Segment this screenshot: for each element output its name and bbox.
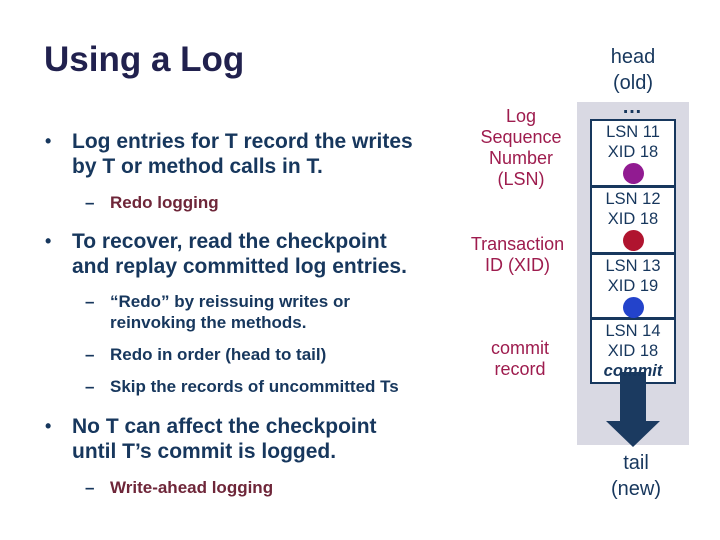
xid-annotation: Transaction ID (XID) [470,234,565,275]
log-entry-lsn: LSN 13 [605,257,661,275]
log-entry-xid: XID 18 [607,210,659,228]
log-entry-xid: XID 18 [607,143,659,161]
dash-icon: – [85,377,95,396]
head-to-tail-arrow-shaft [620,372,646,421]
log-entry-xid: XID 18 [607,342,659,360]
log-entry-xid: XID 19 [607,277,659,295]
ellipsis-icon: … [622,96,644,118]
dash-icon: – [85,478,95,497]
log-entry: LSN 14 XID 18 commit [590,318,676,384]
bullet-icon: • [45,231,52,251]
log-entry-lsn: LSN 12 [605,190,661,208]
log-entry-lsn: LSN 14 [605,322,661,340]
sub-bullet-item: – “Redo” by reissuing writes or reinvoki… [85,291,470,333]
slide-title: Using a Log [44,40,245,79]
dash-icon: – [85,345,95,364]
sub-bullet-text: “Redo” by reissuing writes or reinvoking… [110,292,350,332]
sub-bullet-text: Write-ahead logging [110,478,274,497]
sub-bullet-item: – Write-ahead logging [85,477,470,498]
head-to-tail-arrow-icon [606,421,660,447]
sub-bullet-text: Redo logging [110,193,219,212]
transaction-dot-icon [622,163,644,184]
dash-icon: – [85,292,95,311]
log-entry: LSN 11 XID 18 [590,119,676,187]
transaction-dot-icon [622,230,644,251]
lsn-annotation: Log Sequence Number (LSN) [480,106,562,189]
bullet-item: • No T can affect the checkpoint until T… [45,414,470,464]
bullet-item: • To recover, read the checkpoint and re… [45,229,470,279]
sub-bullet-text: Skip the records of uncommitted Ts [110,377,399,396]
sub-bullet-text: Redo in order (head to tail) [110,345,327,364]
log-head-label: head (old) [610,46,656,94]
bullet-icon: • [45,416,52,436]
dash-icon: – [85,193,95,212]
bullet-icon: • [45,131,52,151]
log-entry: LSN 12 XID 18 [590,186,676,254]
sub-bullet-item: – Redo in order (head to tail) [85,344,470,365]
sub-bullet-item: – Skip the records of uncommitted Ts [85,376,470,397]
bullet-text: No T can affect the checkpoint until T’s… [72,415,377,463]
log-entry: LSN 13 XID 19 [590,253,676,319]
bullet-text: Log entries for T record the writes by T… [72,130,413,178]
log-panel: … LSN 11 XID 18 LSN 12 XID 18 LSN 13 XID… [577,96,689,445]
log-tail-label: tail (new) [610,452,661,500]
log-entry-commit: commit [603,362,663,380]
transaction-dot-icon [622,297,644,318]
log-entry-lsn: LSN 11 [606,123,660,141]
bullet-list: • Log entries for T record the writes by… [45,129,470,498]
commit-record-annotation: commit record [491,338,549,379]
bullet-text: To recover, read the checkpoint and repl… [72,230,407,278]
sub-bullet-item: – Redo logging [85,192,470,213]
bullet-item: • Log entries for T record the writes by… [45,129,470,179]
